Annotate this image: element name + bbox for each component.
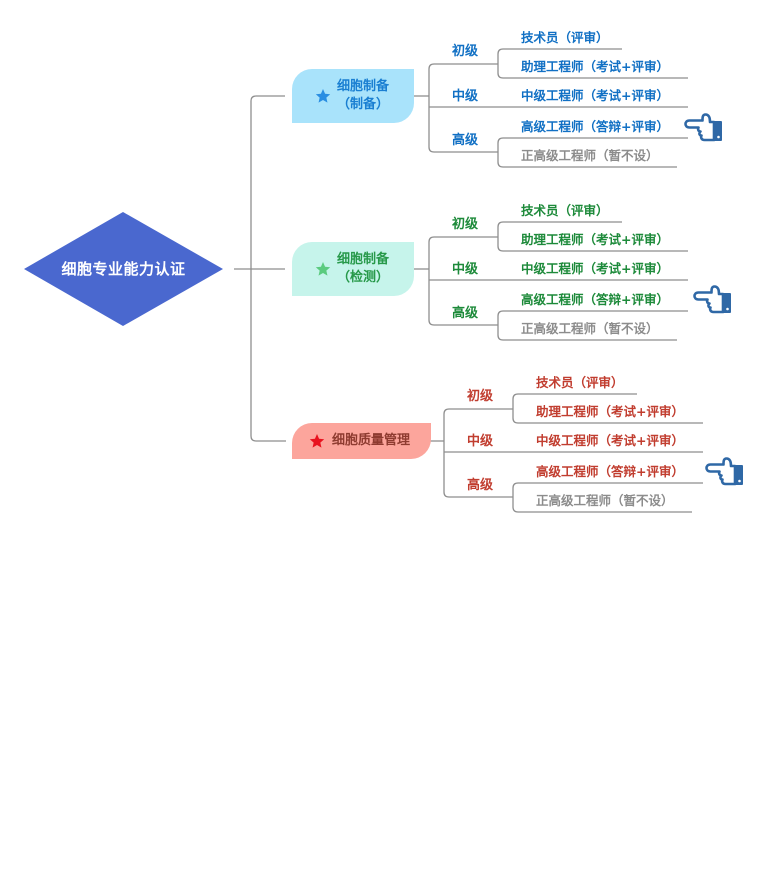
level-senior[interactable]: 高级 bbox=[451, 133, 478, 148]
root-node-title[interactable]: 细胞专业能力认证 bbox=[61, 260, 186, 278]
list-item[interactable]: 中级工程师（考试+评审） bbox=[536, 433, 684, 448]
level-senior[interactable]: 高级 bbox=[451, 306, 478, 321]
list-item-muted[interactable]: 正高级工程师（暂不设） bbox=[521, 321, 659, 336]
branch-cell-preparation: 细胞制备 （制备） 初级 中级 高级 技术员（评审） 助理工程师（考试+评审） … bbox=[292, 30, 669, 163]
branch-title-line2: （制备） bbox=[337, 97, 390, 112]
pointing-hand-icon bbox=[683, 112, 725, 144]
list-item[interactable]: 技术员（评审） bbox=[521, 30, 609, 45]
list-item-muted[interactable]: 正高级工程师（暂不设） bbox=[536, 493, 674, 508]
junior-bracket bbox=[497, 48, 688, 79]
list-item[interactable]: 高级工程师（答辩+评审） bbox=[536, 464, 684, 479]
star-icon bbox=[315, 261, 331, 277]
senior-bracket bbox=[512, 482, 703, 513]
senior-bracket bbox=[497, 310, 688, 341]
junior-bracket bbox=[497, 221, 688, 252]
list-item[interactable]: 高级工程师（答辩+评审） bbox=[521, 119, 669, 134]
branch-lines-3 bbox=[429, 393, 703, 513]
level-bracket bbox=[428, 63, 498, 153]
branch-node[interactable]: 细胞质量管理 bbox=[292, 423, 431, 459]
branch-node[interactable]: 细胞制备 （制备） bbox=[292, 69, 414, 123]
pointing-hand-icon bbox=[692, 284, 734, 316]
list-item[interactable]: 助理工程师（考试+评审） bbox=[536, 404, 684, 419]
branch-title: 细胞制备 （制备） bbox=[337, 78, 389, 114]
trunk-line bbox=[250, 95, 286, 442]
level-bracket bbox=[428, 236, 498, 326]
branch-title: 细胞质量管理 bbox=[332, 432, 410, 450]
level-bracket bbox=[443, 408, 513, 498]
level-intermediate[interactable]: 中级 bbox=[451, 262, 478, 277]
star-icon bbox=[309, 433, 325, 449]
junior-bracket bbox=[512, 393, 703, 424]
list-item[interactable]: 中级工程师（考试+评审） bbox=[521, 261, 669, 276]
list-item[interactable]: 助理工程师（考试+评审） bbox=[521, 59, 669, 74]
list-item-muted[interactable]: 正高级工程师（暂不设） bbox=[521, 148, 659, 163]
list-item[interactable]: 助理工程师（考试+评审） bbox=[521, 232, 669, 247]
branch-node[interactable]: 细胞制备 （检测） bbox=[292, 242, 414, 296]
pointing-hand-icon bbox=[704, 456, 746, 488]
branch-quality-management: 细胞质量管理 初级 中级 高级 技术员（评审） 助理工程师（考试+评审） 中级工… bbox=[15, 345, 771, 872]
level-intermediate[interactable]: 中级 bbox=[466, 434, 493, 449]
connector-lines bbox=[24, 48, 703, 513]
list-item[interactable]: 中级工程师（考试+评审） bbox=[521, 88, 669, 103]
senior-bracket bbox=[497, 137, 688, 168]
root-diamond bbox=[24, 212, 223, 326]
branch-title-line2: （检测） bbox=[337, 270, 390, 285]
level-junior[interactable]: 初级 bbox=[466, 389, 493, 404]
star-icon bbox=[315, 88, 331, 104]
branch-title-line1: 细胞质量管理 bbox=[332, 433, 411, 448]
branch-title: 细胞制备 （检测） bbox=[337, 251, 389, 287]
level-junior[interactable]: 初级 bbox=[451, 44, 478, 59]
level-senior[interactable]: 高级 bbox=[466, 478, 493, 493]
branch-lines-1 bbox=[414, 48, 688, 168]
level-junior[interactable]: 初级 bbox=[451, 217, 478, 232]
level-intermediate[interactable]: 中级 bbox=[451, 89, 478, 104]
mind-map: 细胞专业能力认证 细胞制备 （制备） 初级 中级 高级 技术员（评审） 助理工程… bbox=[24, 30, 746, 513]
branch-title-line1: 细胞制备 bbox=[337, 79, 390, 94]
list-item[interactable]: 技术员（评审） bbox=[521, 203, 609, 218]
list-item[interactable]: 高级工程师（答辩+评审） bbox=[521, 292, 669, 307]
branch-lines-2 bbox=[414, 221, 688, 341]
list-item[interactable]: 技术员（评审） bbox=[536, 375, 624, 390]
branch-title-line1: 细胞制备 bbox=[337, 252, 390, 267]
branch-cell-testing: 细胞制备 （检测） 初级 中级 高级 技术员（评审） 助理工程师（考试+评审） … bbox=[0, 173, 771, 700]
